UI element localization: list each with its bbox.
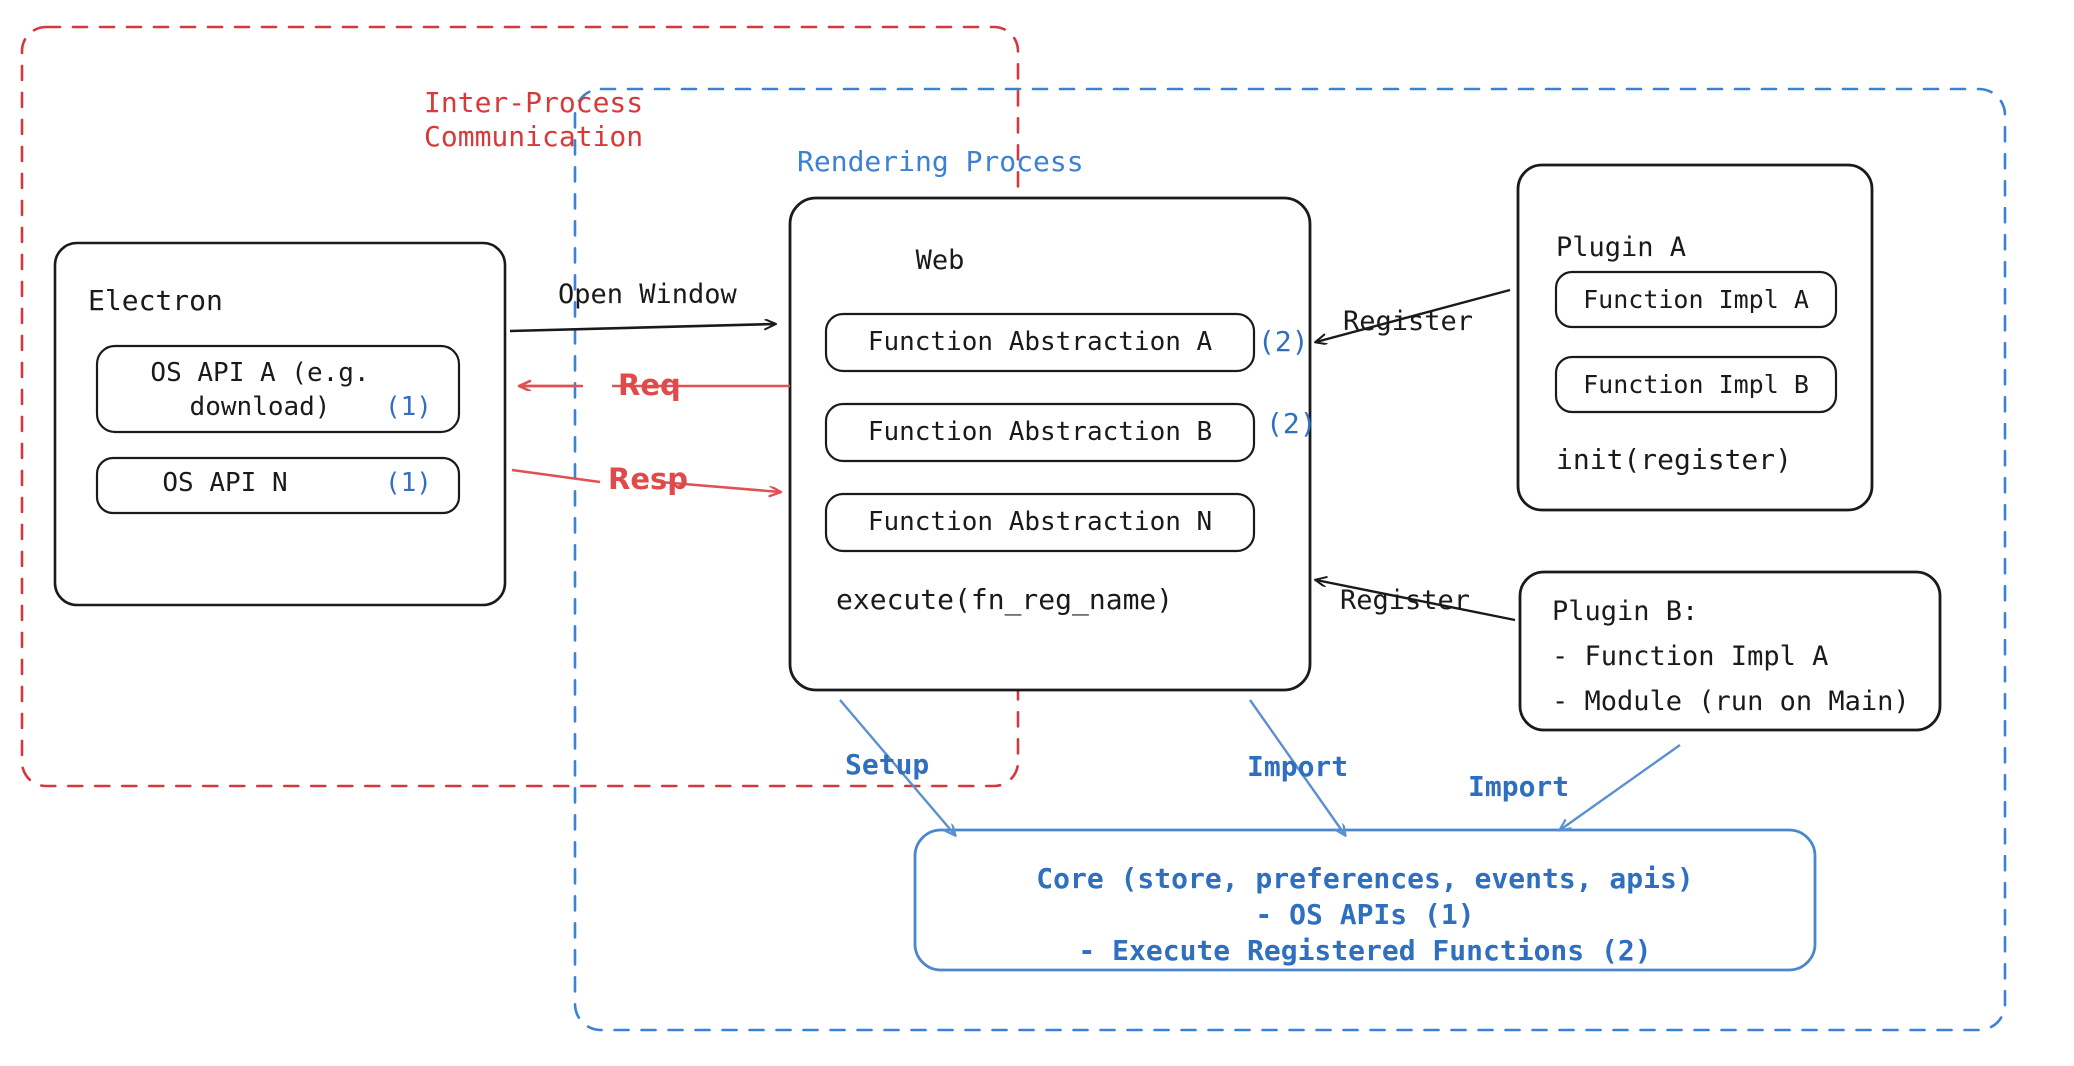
plugin-b-title: Plugin B: — [1552, 596, 1699, 627]
req-label: Req — [618, 368, 681, 402]
register-bottom-label: Register — [1340, 585, 1471, 616]
rendering-group-label: Rendering Process — [797, 145, 1084, 178]
function-abstraction-b-label: Function Abstraction B — [867, 417, 1213, 447]
web-footer-label: execute(fn_reg_name) — [836, 583, 1174, 616]
function-impl-a-box — [1554, 270, 1838, 329]
os-api-a-tag: (1) — [385, 392, 432, 422]
os-api-n-tag: (1) — [385, 468, 432, 498]
plugin-a-footer-label: init(register) — [1556, 443, 1793, 476]
register-bottom-arrow — [1316, 580, 1516, 622]
os-api-a-label-line2: download) — [189, 392, 331, 422]
function-abstraction-a-box — [824, 312, 1256, 373]
resp-arrow-right-seg — [659, 480, 780, 492]
os-api-a-label-line1: OS API A (e.g. — [150, 358, 370, 388]
core-line-1: Core (store, preferences, events, apis) — [1036, 862, 1694, 895]
os-api-a-box — [95, 344, 461, 434]
import-plugin-b-label: Import — [1468, 770, 1570, 803]
function-abstraction-b-tag: (2) — [1266, 407, 1317, 440]
import-plugin-b-arrow — [1560, 744, 1681, 830]
import-web-label: Import — [1247, 750, 1349, 783]
core-line-2: - OS APIs (1) — [1255, 898, 1475, 931]
web-title: Web — [915, 245, 965, 276]
plugin-b-line-2: - Module (run on Main) — [1552, 686, 1910, 717]
setup-label: Setup — [845, 748, 930, 781]
resp-label: Resp — [608, 462, 689, 496]
plugin-a-title: Plugin A — [1556, 232, 1687, 263]
core-box — [913, 828, 1817, 972]
function-abstraction-a-label: Function Abstraction A — [867, 327, 1213, 357]
function-abstraction-b-box — [824, 402, 1256, 463]
plugin-b-line-1: - Function Impl A — [1552, 641, 1829, 672]
core-line-3: - Execute Registered Functions (2) — [1078, 934, 1652, 967]
os-api-n-box — [95, 456, 461, 515]
os-api-n-label: OS API N — [162, 468, 288, 498]
electron-title: Electron — [88, 284, 223, 317]
function-abstraction-n-label: Function Abstraction N — [867, 507, 1213, 537]
function-impl-b-box — [1554, 355, 1838, 414]
rendering-group-boundary — [573, 87, 2007, 1032]
plugin-a-box — [1516, 163, 1874, 512]
resp-arrow-left-seg — [511, 468, 601, 484]
ipc-group-boundary — [20, 25, 1020, 788]
register-top-label: Register — [1343, 306, 1474, 337]
open-window-arrow — [509, 324, 775, 333]
ipc-group-label-line1: Inter-Process — [424, 86, 644, 119]
open-window-label: Open Window — [558, 279, 737, 310]
function-impl-a-label: Function Impl A — [1583, 285, 1809, 314]
function-impl-b-label: Function Impl B — [1583, 370, 1809, 399]
ipc-group-label-line2: Communication — [424, 120, 644, 153]
function-abstraction-a-tag: (2) — [1258, 325, 1309, 358]
function-abstraction-n-box — [824, 492, 1256, 553]
setup-arrow — [839, 699, 955, 835]
register-top-arrow — [1316, 288, 1511, 342]
import-web-arrow — [1249, 699, 1345, 835]
plugin-b-box — [1518, 570, 1942, 732]
